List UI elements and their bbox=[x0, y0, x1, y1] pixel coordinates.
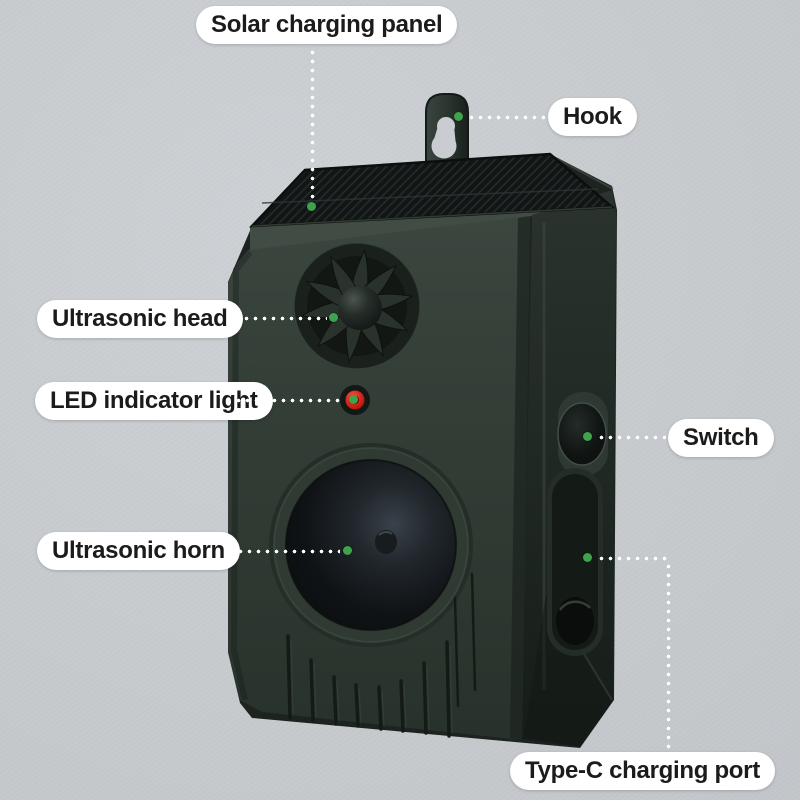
hook-connector-line bbox=[467, 115, 546, 120]
type-c-port-connector-line-h bbox=[597, 556, 668, 561]
typec-port-graphic bbox=[547, 468, 603, 656]
solar-panel-graphic bbox=[248, 152, 616, 228]
type-c-port-marker-dot bbox=[583, 553, 592, 562]
label-led-indicator-light: LED indicator light bbox=[35, 382, 273, 420]
hook-graphic bbox=[425, 93, 469, 165]
led-indicator-connector-line bbox=[234, 398, 344, 403]
label-hook: Hook bbox=[548, 98, 637, 136]
switch-marker-dot bbox=[583, 432, 592, 441]
ultrasonic-head-marker-dot bbox=[329, 313, 338, 322]
ultrasonic-head-graphic bbox=[293, 242, 421, 370]
switch-connector-line bbox=[597, 435, 666, 440]
ultrasonic-horn-connector-line bbox=[236, 549, 340, 554]
ultrasonic-head-connector-line bbox=[233, 316, 327, 321]
solar-panel-marker-dot bbox=[307, 202, 316, 211]
label-ultrasonic-horn: Ultrasonic horn bbox=[37, 532, 240, 570]
hook-marker-dot bbox=[454, 112, 463, 121]
label-solar-charging-panel: Solar charging panel bbox=[196, 6, 458, 44]
ultrasonic-horn-graphic bbox=[269, 443, 473, 647]
label-ultrasonic-head: Ultrasonic head bbox=[37, 300, 243, 338]
type-c-port-connector-line-v bbox=[666, 562, 671, 750]
label-type-c-charging-port: Type-C charging port bbox=[510, 752, 775, 790]
label-switch: Switch bbox=[668, 419, 774, 457]
vent-grooves-graphic bbox=[286, 572, 477, 738]
led-indicator-marker-dot bbox=[349, 395, 358, 404]
solar-panel-connector-line bbox=[310, 48, 315, 200]
ultrasonic-horn-marker-dot bbox=[343, 546, 352, 555]
